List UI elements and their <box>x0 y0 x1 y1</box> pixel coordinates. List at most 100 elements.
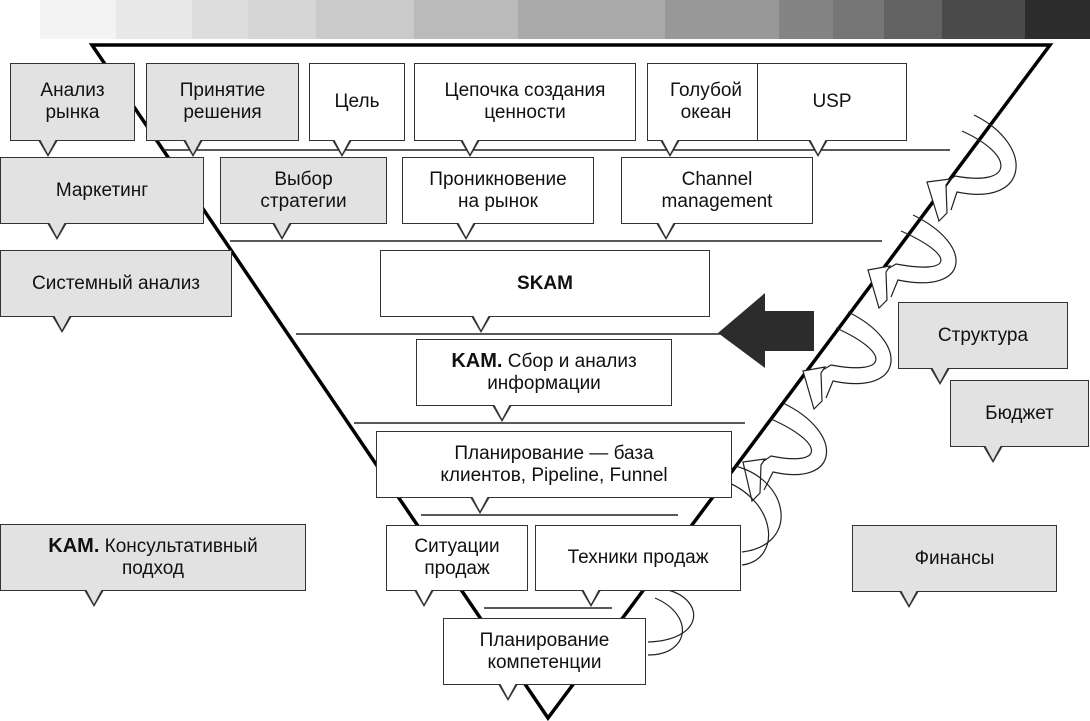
box-label: Системный анализ <box>32 273 200 295</box>
box-label-line: Планирование <box>479 629 610 651</box>
box-finansy: Финансы <box>852 525 1057 592</box>
gray-scale-step <box>414 0 518 39</box>
box-label-line: клиентов, Pipeline, Funnel <box>440 464 668 486</box>
box-label: Техники продаж <box>568 547 709 569</box>
curved-arrow-head-icon <box>867 265 892 310</box>
curved-arrow-icon <box>950 114 1017 211</box>
gray-scale-step <box>192 0 248 39</box>
curved-arrow-icon <box>647 589 695 643</box>
box-label: Цель <box>335 91 380 113</box>
box-label: Бюджет <box>985 403 1054 425</box>
box-label-line: рынка <box>45 102 100 123</box>
label-text: Сбор и анализ <box>502 351 637 372</box>
curved-arrow-icon <box>721 479 770 566</box>
box-label-line: KAM. Консультативный <box>48 535 257 558</box>
box-label-line: Ситуации <box>414 536 500 557</box>
box-label-line: Принятие <box>179 80 266 101</box>
curved-arrow-icon <box>890 214 957 298</box>
gray-scale-step <box>942 0 1025 39</box>
box-label-line: Системный анализ <box>31 272 201 294</box>
box-label: Структура <box>938 325 1028 347</box>
box-label-line: Анализ <box>40 80 105 101</box>
box-struktura: Структура <box>898 302 1068 369</box>
gray-scale-step <box>779 0 833 39</box>
box-label-line: Бюджет <box>985 402 1054 424</box>
gray-scale-step <box>833 0 884 39</box>
box-label-line: SKAM <box>517 272 573 294</box>
curved-arrow-icon <box>647 597 683 656</box>
label-text: Консультативный <box>99 536 258 557</box>
box-label-line: компетенции <box>487 651 602 673</box>
curved-arrow-icon <box>763 402 827 491</box>
gray-scale-step <box>40 0 116 39</box>
box-label-line: management <box>661 190 773 212</box>
gray-scale-step <box>116 0 192 39</box>
box-label-line: KAM. Сбор и анализ <box>451 350 636 373</box>
box-usp: USP <box>757 63 907 141</box>
box-label-line: ценности <box>484 102 566 123</box>
box-label-line: решения <box>183 102 262 123</box>
curved-arrow-head-icon <box>926 178 952 223</box>
box-label-line: стратегии <box>260 190 347 212</box>
curved-arrow-head-icon <box>802 366 827 411</box>
gray-scale-step <box>665 0 779 39</box>
box-label-line: информации <box>487 373 601 394</box>
box-label-line: Цепочка создания <box>444 80 606 101</box>
curved-arrow-icon <box>734 465 782 553</box>
box-tsel: Цель <box>309 63 405 141</box>
curved-arrow-icon <box>885 230 942 271</box>
box-label-line: подход <box>121 558 185 579</box>
box-label-line: Голубой <box>669 80 743 101</box>
box-label-line: продаж <box>424 558 490 579</box>
box-byudzhet: Бюджет <box>950 380 1089 447</box>
box-tekhniki-prodazh: Техники продаж <box>535 525 741 591</box>
gray-scale-step <box>518 0 665 39</box>
box-sistemnyy-analiz: Системный анализ <box>0 250 232 317</box>
box-label: USP <box>812 91 851 113</box>
box-skam: SKAM <box>380 250 710 317</box>
big-left-arrow-icon <box>718 293 814 368</box>
curved-arrow-icon <box>820 327 877 372</box>
gray-scale-step <box>884 0 942 39</box>
curved-arrow-icon <box>825 311 892 399</box>
gray-scale-step <box>316 0 414 39</box>
box-label-line: Планирование — база <box>454 442 654 464</box>
box-label: Маркетинг <box>56 180 148 202</box>
box-label-line: океан <box>680 102 732 123</box>
curved-arrow-head-icon <box>742 458 767 503</box>
box-label-line: Проникновение <box>429 168 567 190</box>
gray-scale-step <box>1025 0 1090 39</box>
box-label-line: Структура <box>937 324 1029 346</box>
box-label-line: Выбор <box>274 168 333 190</box>
gray-scale-step <box>248 0 316 39</box>
box-label-line: на рынок <box>458 190 538 212</box>
box-label: Финансы <box>915 548 995 570</box>
box-label-line: Техники продаж <box>567 547 709 568</box>
box-label-line: Маркетинг <box>55 179 149 201</box>
bold-prefix: KAM. <box>48 535 100 557</box>
box-label: SKAM <box>517 273 573 295</box>
